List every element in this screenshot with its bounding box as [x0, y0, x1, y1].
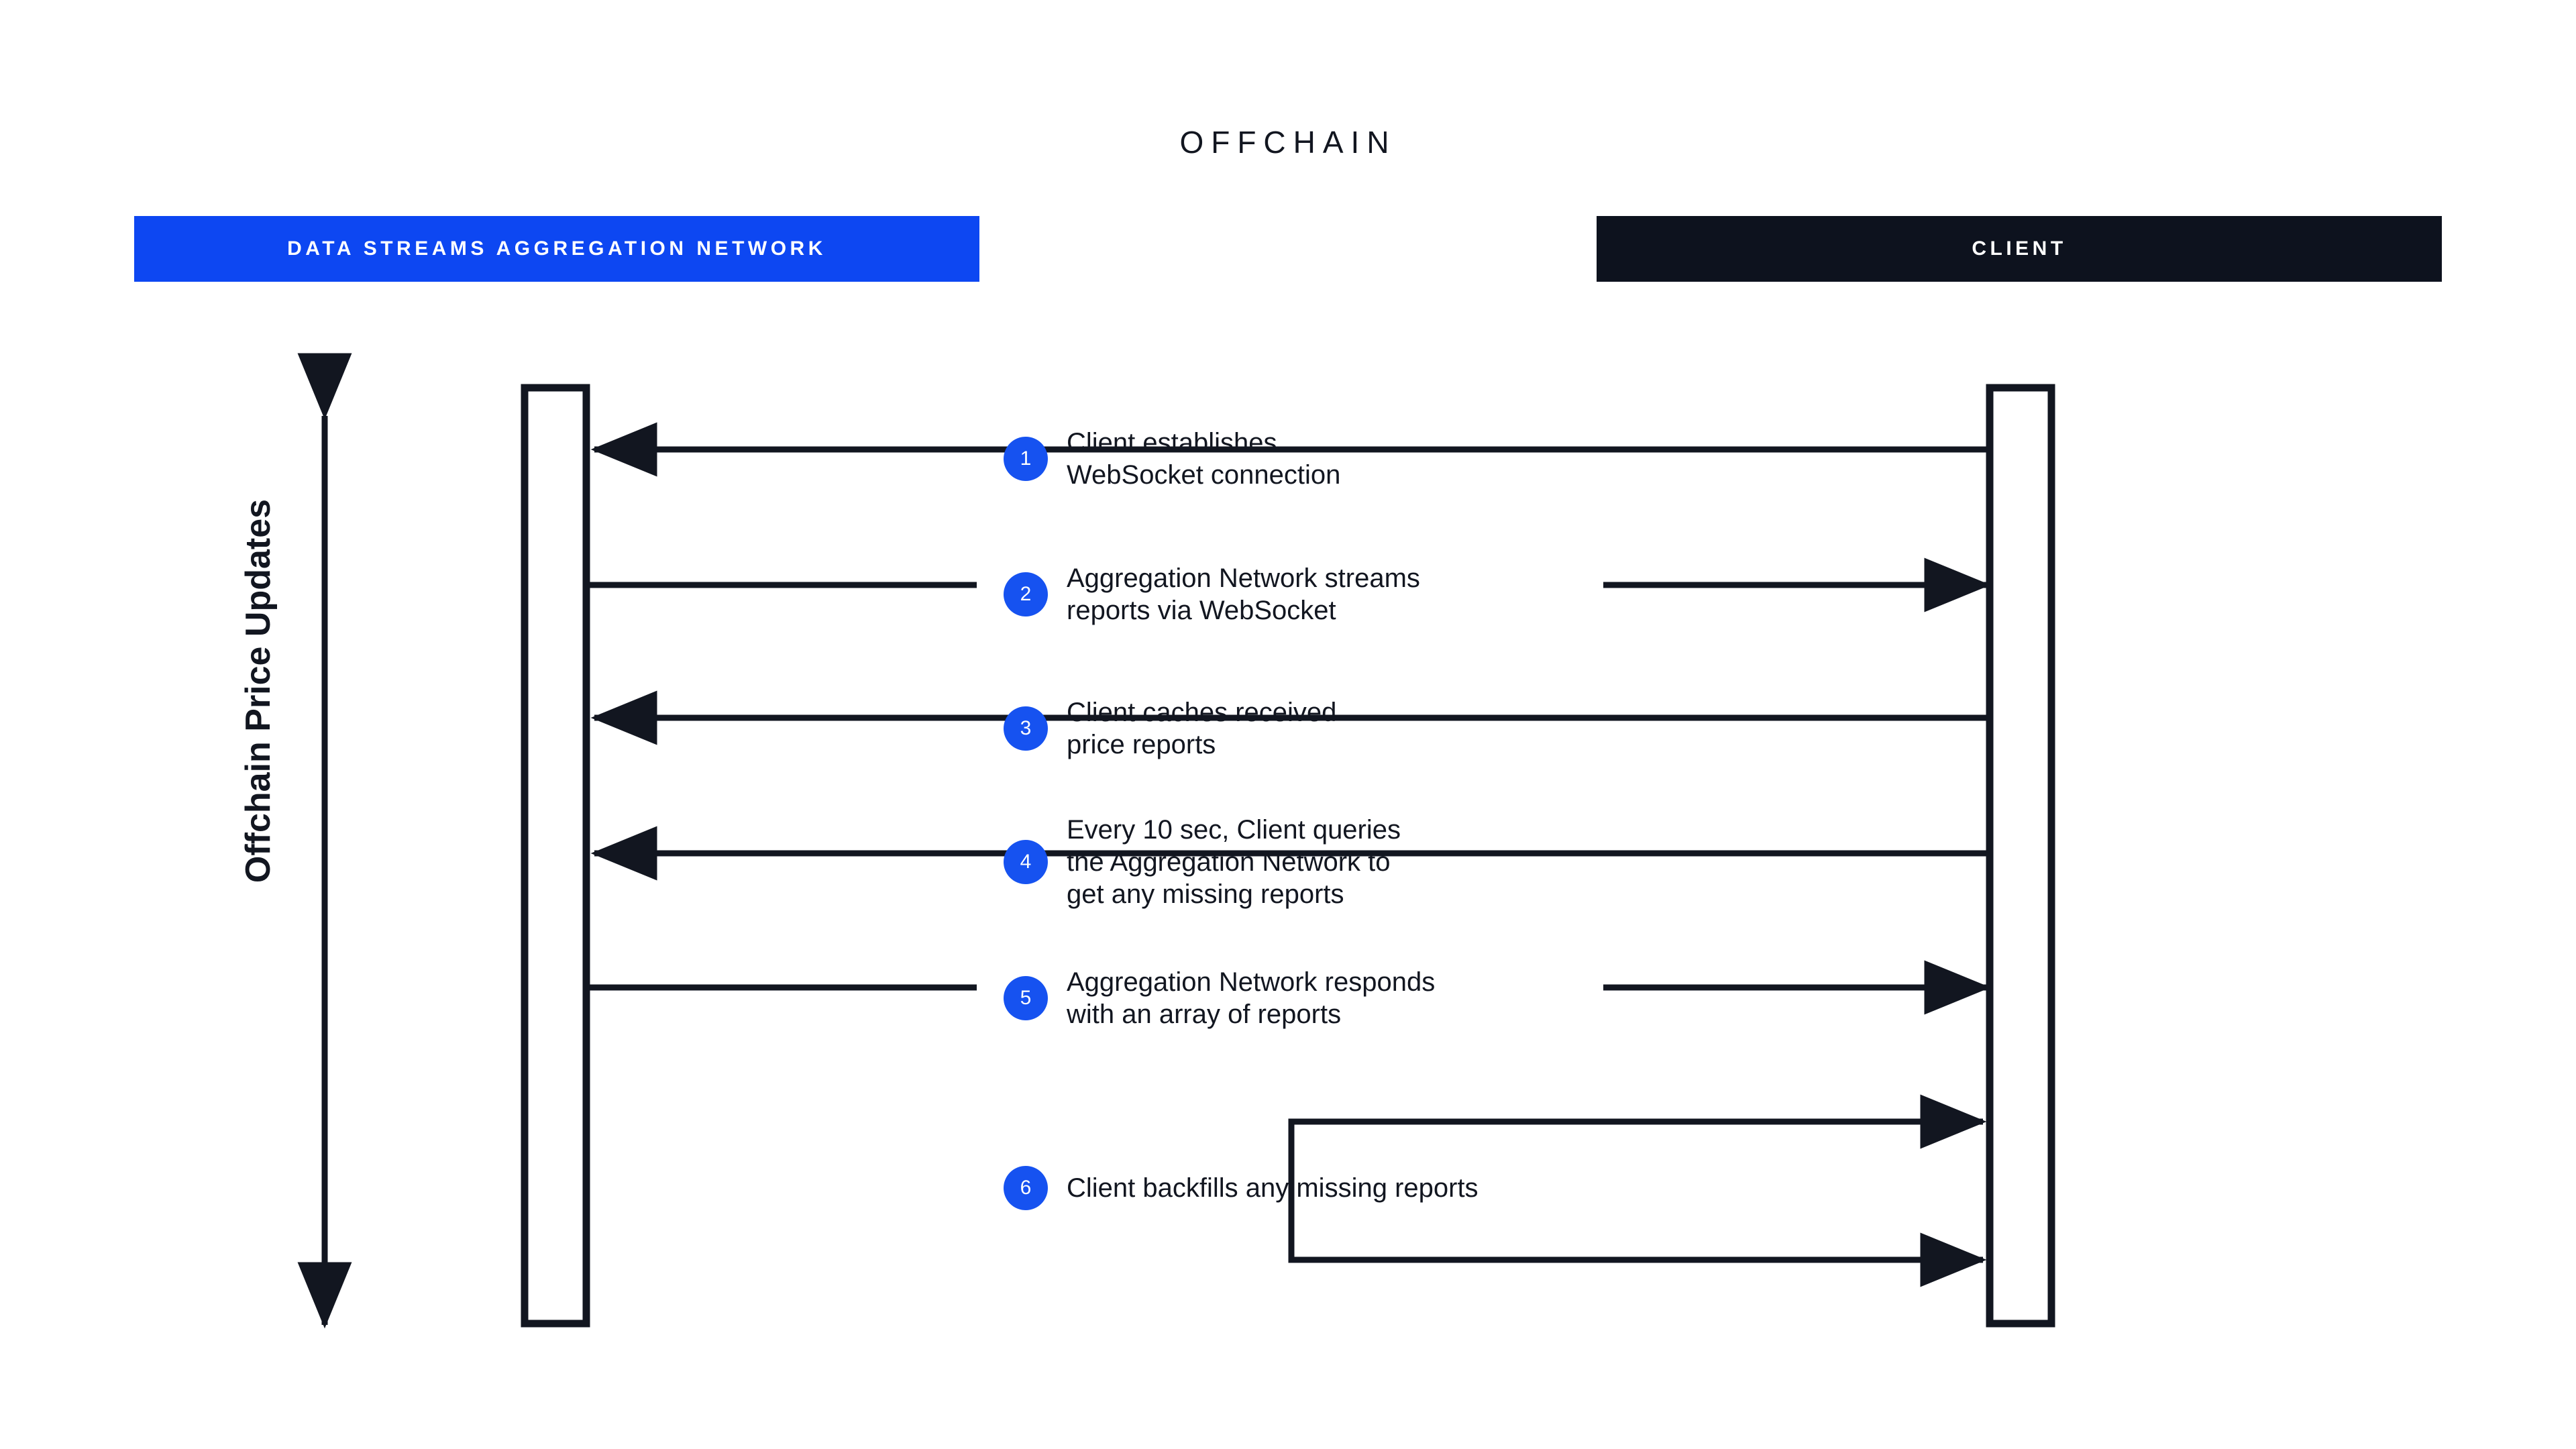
step-item-5: 5 Aggregation Network responds with an a…: [1004, 966, 1435, 1030]
step-item-3: 3 Client caches received price reports: [1004, 696, 1336, 761]
page-title: OFFCHAIN: [1179, 125, 1397, 160]
lifeline-aggregation-network: [521, 384, 590, 1328]
step-text-3: Client caches received price reports: [1067, 698, 1337, 759]
step-badge-5: 5: [1004, 976, 1048, 1020]
step-item-6: 6 Client backfills any missing reports: [1004, 1166, 1479, 1210]
step-text-1: Client establishes WebSocket connection: [1067, 428, 1341, 490]
step-text-6: Client backfills any missing reports: [1067, 1173, 1479, 1203]
lifeline-client: [1986, 384, 2055, 1328]
step-text-5: Aggregation Network responds with an arr…: [1067, 967, 1436, 1029]
step-item-2: 2 Aggregation Network streams reports vi…: [1004, 562, 1420, 627]
step-badge-3: 3: [1004, 706, 1048, 751]
step-text-2: Aggregation Network streams reports via …: [1067, 564, 1420, 625]
actor-header-aggregation-network-label: DATA STREAMS AGGREGATION NETWORK: [287, 237, 826, 260]
actor-header-aggregation-network: DATA STREAMS AGGREGATION NETWORK: [134, 216, 979, 282]
step-badge-1: 1: [1004, 437, 1048, 481]
step-badge-2: 2: [1004, 572, 1048, 616]
step-badge-6: 6: [1004, 1166, 1048, 1210]
step-item-1: 1 Client establishes WebSocket connectio…: [1004, 427, 1340, 491]
axis-label-offchain-price-updates: Offchain Price Updates: [239, 498, 278, 883]
message-arrow-step-6-lower: [1288, 1232, 1987, 1287]
step-badge-4: 4: [1004, 840, 1048, 884]
actor-header-client-label: CLIENT: [1972, 237, 2067, 260]
step-item-4: 4 Every 10 sec, Client queries the Aggre…: [1004, 814, 1401, 910]
step-text-4: Every 10 sec, Client queries the Aggrega…: [1067, 815, 1401, 909]
actor-header-client: CLIENT: [1597, 216, 2442, 282]
